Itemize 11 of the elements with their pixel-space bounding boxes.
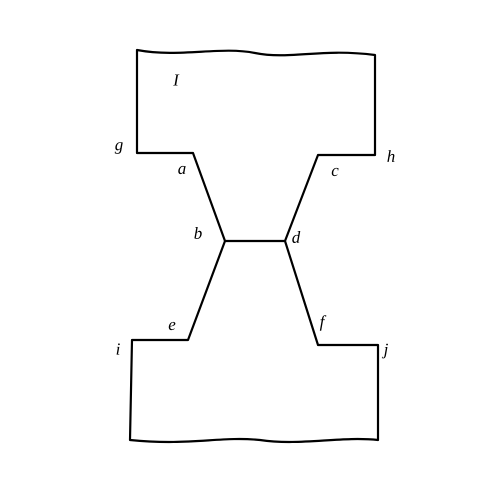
- point-label: f: [320, 315, 326, 331]
- point-label: j: [382, 344, 388, 358]
- point-label: g: [114, 142, 123, 154]
- point-label: i: [116, 343, 120, 355]
- point-label: I: [173, 74, 180, 86]
- point-label: e: [168, 322, 176, 330]
- point-label: d: [292, 231, 300, 243]
- point-label: h: [387, 150, 395, 162]
- point-label: a: [178, 166, 186, 174]
- point-label: c: [332, 168, 339, 176]
- point-label: b: [194, 227, 202, 239]
